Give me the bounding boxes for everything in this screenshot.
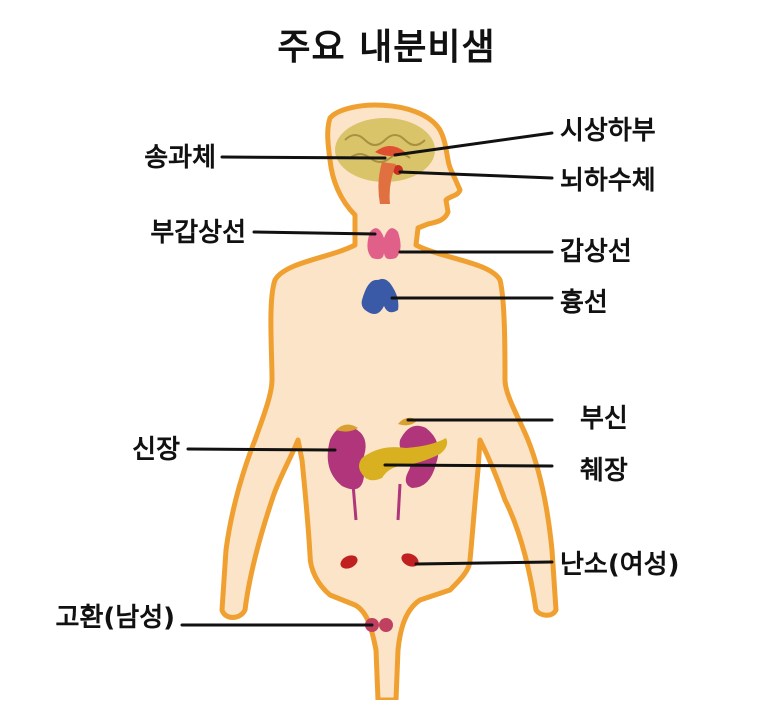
ureter-right [396, 483, 402, 521]
label-pituitary: 뇌하수체 [560, 166, 656, 196]
label-hypothalamus: 시상하부 [560, 116, 656, 146]
label-pancreas: 췌장 [580, 456, 628, 486]
adrenal-left [336, 424, 358, 432]
leader-ovary [414, 560, 554, 566]
leader-pineal [220, 155, 387, 160]
label-thymus: 흉선 [560, 288, 608, 318]
pancreas-organ [359, 438, 448, 481]
ovary-right [401, 553, 419, 567]
thymus-organ [361, 278, 399, 314]
leader-lines [180, 131, 554, 627]
leader-kidney [186, 447, 337, 452]
label-parathyroid: 부갑상선 [150, 218, 246, 248]
testis-right [379, 618, 393, 632]
page-title: 주요 내분비샘 [277, 27, 496, 68]
leader-parathyroid [252, 230, 377, 236]
ureter-left [351, 483, 358, 521]
leader-hypothalamus [393, 131, 554, 157]
kidney-left [327, 426, 366, 490]
leader-pituitary [398, 170, 554, 180]
ovary-left [340, 555, 358, 569]
label-pineal: 송과체 [144, 143, 216, 173]
label-adrenal: 부신 [580, 404, 628, 434]
label-testis: 고환(남성) [55, 603, 175, 633]
brain-stem [378, 162, 396, 204]
thyroid-organ [367, 228, 401, 260]
label-thyroid: 갑상선 [560, 237, 632, 267]
label-kidney: 신장 [132, 435, 180, 465]
label-ovary: 난소(여성) [560, 550, 680, 580]
leader-pancreas [383, 463, 554, 468]
